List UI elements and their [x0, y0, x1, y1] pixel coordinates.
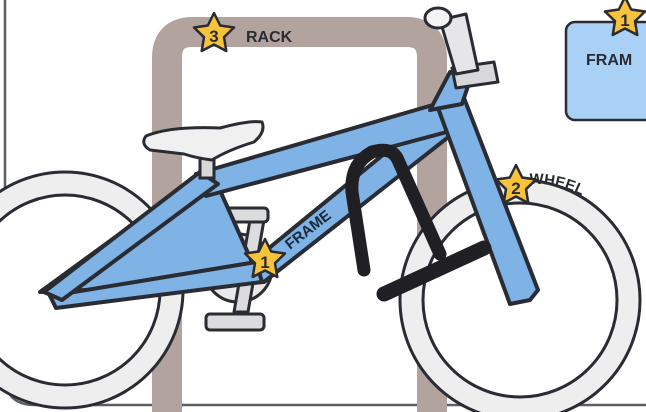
frame-callout-label: FRAM — [586, 52, 632, 69]
rack-label: RACK — [246, 29, 293, 46]
callout-badge-number: 1 — [620, 11, 629, 30]
frame-callout-box: FRAM 1 — [566, 0, 646, 120]
frame-badge-number: 1 — [260, 253, 269, 272]
wheel-badge-number: 2 — [511, 179, 520, 198]
rack-badge-number: 3 — [209, 27, 218, 46]
